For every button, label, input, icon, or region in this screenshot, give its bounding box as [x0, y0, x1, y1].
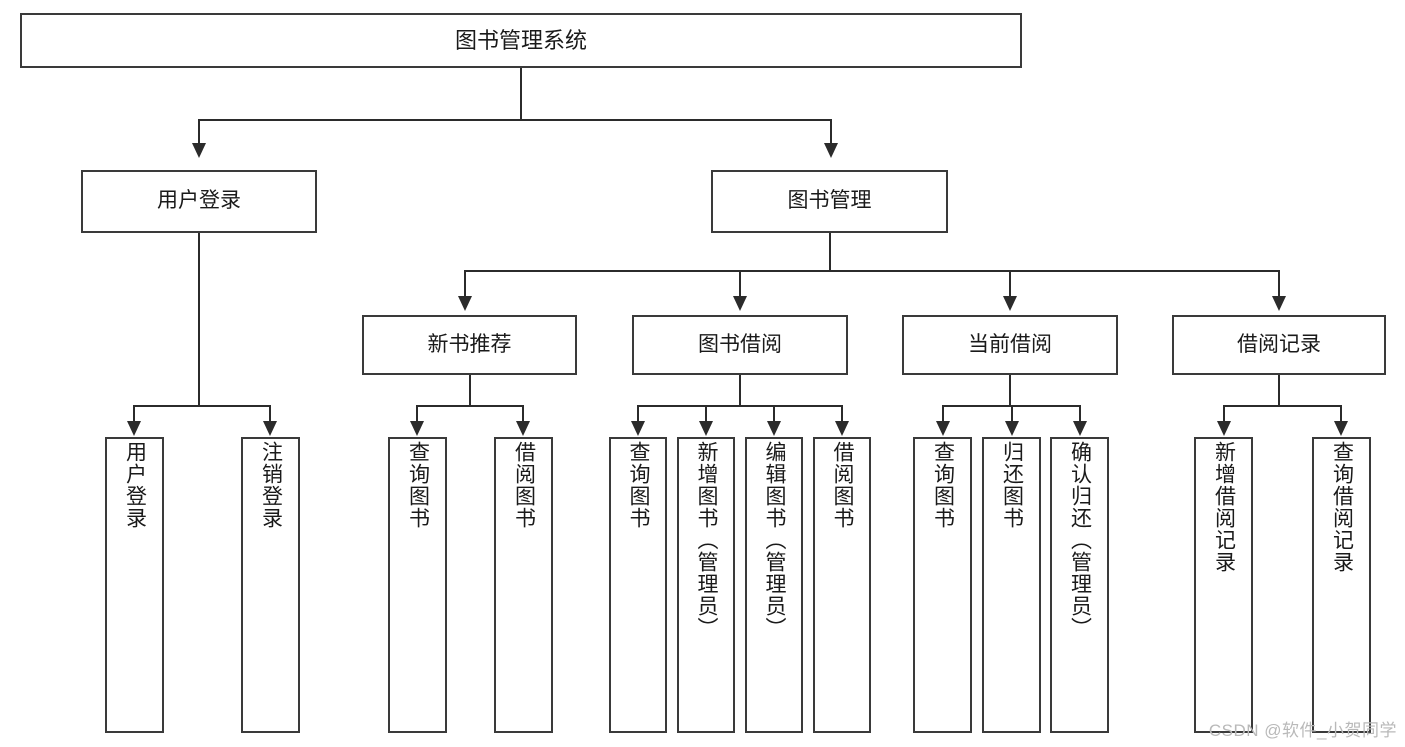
connector-book-management-stem — [829, 233, 831, 271]
node-label: 借阅图书 — [512, 441, 536, 529]
connector-cb-leaf1 — [942, 405, 944, 423]
connector-borrow-record-stem — [1278, 375, 1280, 406]
arrowhead-book-management — [824, 143, 838, 158]
arrowhead-cb-leaf2 — [1005, 421, 1019, 436]
arrowhead-borrow-record — [1272, 296, 1286, 311]
node-root-book-management-system[interactable]: 图书管理系统 — [20, 13, 1022, 68]
arrowhead-new-book-recommend — [458, 296, 472, 311]
connector-to-book-management — [830, 119, 832, 145]
node-label: 当前借阅 — [968, 332, 1052, 356]
connector-book-borrow-stem — [739, 375, 741, 406]
arrowhead-user-login — [192, 143, 206, 158]
node-label: 用户登录 — [157, 189, 241, 213]
connector-user-login-leaf1 — [133, 405, 135, 423]
arrowhead-leaf-user-login — [127, 421, 141, 436]
arrowhead-bb-leaf1 — [631, 421, 645, 436]
leaf-search-book-current[interactable]: 查询图书 — [913, 437, 972, 733]
connector-borrow-record-bar — [1223, 405, 1342, 407]
node-label: 编辑图书（管理员） — [763, 441, 787, 639]
leaf-borrow-book[interactable]: 借阅图书 — [813, 437, 871, 733]
node-label: 查询图书 — [627, 441, 651, 529]
node-label: 查询借阅记录 — [1330, 441, 1354, 573]
connector-new-book-bar — [416, 405, 524, 407]
connector-bb-leaf2 — [705, 405, 707, 423]
node-label: 注销登录 — [259, 441, 283, 529]
connector-bb-leaf1 — [637, 405, 639, 423]
connector-cb-leaf3 — [1079, 405, 1081, 423]
leaf-edit-book-admin[interactable]: 编辑图书（管理员） — [745, 437, 803, 733]
node-label: 新增借阅记录 — [1212, 441, 1236, 573]
node-label: 图书管理系统 — [454, 27, 587, 53]
node-label: 用户登录 — [123, 441, 147, 529]
arrowhead-br-leaf2 — [1334, 421, 1348, 436]
leaf-return-book[interactable]: 归还图书 — [982, 437, 1041, 733]
connector-bb-leaf3 — [773, 405, 775, 423]
connector-book-borrow-bar — [637, 405, 842, 407]
leaf-confirm-return-admin[interactable]: 确认归还（管理员） — [1050, 437, 1109, 733]
arrowhead-cb-leaf3 — [1073, 421, 1087, 436]
node-label: 图书管理 — [787, 189, 872, 213]
connector-level1-bar — [198, 119, 832, 121]
arrowhead-br-leaf1 — [1217, 421, 1231, 436]
arrowhead-current-borrow — [1003, 296, 1017, 311]
node-label: 确认归还（管理员） — [1068, 441, 1092, 639]
leaf-search-borrow-record[interactable]: 查询借阅记录 — [1312, 437, 1371, 733]
arrowhead-book-borrow — [733, 296, 747, 311]
node-label: 图书借阅 — [698, 332, 782, 356]
node-label: 查询图书 — [406, 441, 430, 529]
leaf-search-book-borrow[interactable]: 查询图书 — [609, 437, 667, 733]
connector-new-book-leaf1 — [416, 405, 418, 423]
connector-current-borrow-stem — [1009, 375, 1011, 406]
connector-level3-bar — [464, 270, 1280, 272]
node-label: 查询图书 — [931, 441, 955, 529]
leaf-user-login[interactable]: 用户登录 — [105, 437, 164, 733]
node-label: 新书推荐 — [427, 332, 512, 356]
connector-to-book-borrow — [739, 270, 741, 298]
connector-br-leaf1 — [1223, 405, 1225, 423]
connector-user-login-leaf2 — [269, 405, 271, 423]
node-borrow-record[interactable]: 借阅记录 — [1172, 315, 1386, 375]
connector-new-book-stem — [469, 375, 471, 406]
connector-to-current-borrow — [1009, 270, 1011, 298]
connector-root-stem — [520, 68, 522, 120]
arrowhead-nb-leaf2 — [516, 421, 530, 436]
arrowhead-cb-leaf1 — [936, 421, 950, 436]
connector-bb-leaf4 — [841, 405, 843, 423]
leaf-logout[interactable]: 注销登录 — [241, 437, 300, 733]
node-label: 归还图书 — [1000, 441, 1024, 529]
connector-cb-leaf2 — [1011, 405, 1013, 423]
arrowhead-leaf-logout — [263, 421, 277, 436]
leaf-search-book-recommend[interactable]: 查询图书 — [388, 437, 447, 733]
node-current-borrow[interactable]: 当前借阅 — [902, 315, 1118, 375]
node-book-borrow[interactable]: 图书借阅 — [632, 315, 848, 375]
node-user-login[interactable]: 用户登录 — [81, 170, 317, 233]
node-book-management[interactable]: 图书管理 — [711, 170, 948, 233]
node-label: 新增图书（管理员） — [695, 441, 719, 639]
arrowhead-bb-leaf2 — [699, 421, 713, 436]
arrowhead-nb-leaf1 — [410, 421, 424, 436]
connector-br-leaf2 — [1340, 405, 1342, 423]
arrowhead-bb-leaf3 — [767, 421, 781, 436]
leaf-add-book-admin[interactable]: 新增图书（管理员） — [677, 437, 735, 733]
connector-user-login-bar — [133, 405, 269, 407]
node-label: 借阅图书 — [831, 441, 855, 529]
connector-new-book-leaf2 — [522, 405, 524, 423]
leaf-borrow-book-recommend[interactable]: 借阅图书 — [494, 437, 553, 733]
connector-user-login-stem — [198, 233, 200, 406]
arrowhead-bb-leaf4 — [835, 421, 849, 436]
leaf-add-borrow-record[interactable]: 新增借阅记录 — [1194, 437, 1253, 733]
connector-to-new-book — [464, 270, 466, 298]
connector-to-borrow-record — [1278, 270, 1280, 298]
node-label: 借阅记录 — [1237, 332, 1321, 356]
node-new-book-recommend[interactable]: 新书推荐 — [362, 315, 577, 375]
connector-to-user-login — [198, 119, 200, 145]
